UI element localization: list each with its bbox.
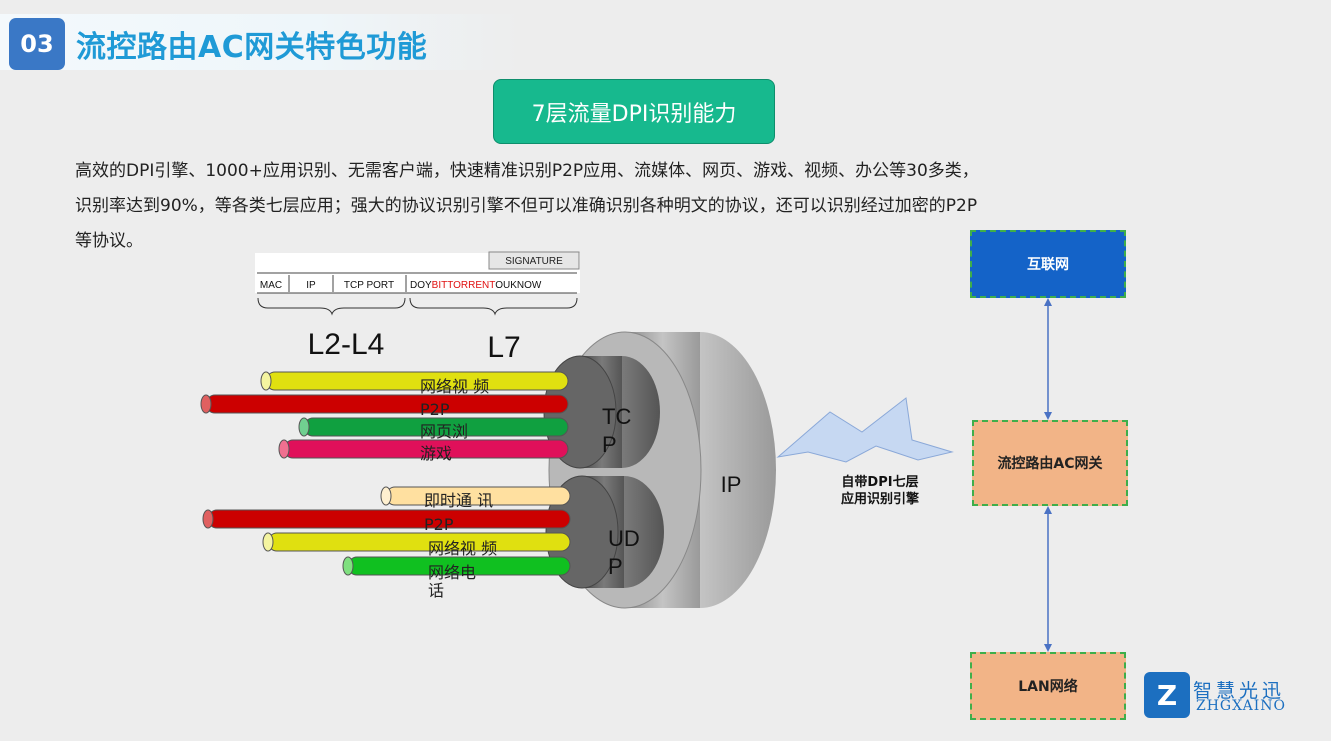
header-band <box>0 14 520 70</box>
brand-name-cn: 智慧光迅 <box>1193 680 1286 702</box>
feature-pill[interactable]: 7层流量DPI识别能力 <box>493 79 775 144</box>
dpi-engine-caption: 自带DPI七层 应用识别引擎 <box>840 475 919 507</box>
group-label-l2l4: L2-L4 <box>308 328 385 361</box>
payload-text: DOYBITTORRENTOUKNOW <box>410 280 542 291</box>
tube-tcp-game <box>278 439 569 459</box>
brand-logo-icon: Z <box>1144 672 1190 718</box>
lightning-bolt-icon <box>776 397 954 463</box>
ip-label: IP <box>721 472 742 497</box>
tube-tcp-video <box>260 371 569 391</box>
tube-label-tcp-p2p: P2P <box>420 400 450 419</box>
brace-l7 <box>409 297 578 316</box>
tube-tcp-web <box>298 417 569 437</box>
paragraph-line: 高效的DPI引擎、1000+应用识别、无需客户端，快速精准识别P2P应用、流媒体… <box>75 161 979 181</box>
paragraph-line: 等协议。 <box>75 231 143 251</box>
description-paragraph: 高效的DPI引擎、1000+应用识别、无需客户端，快速精准识别P2P应用、流媒体… <box>75 154 1145 259</box>
tube-label-udp-im: 即时通 讯 <box>424 491 494 510</box>
lan-node[interactable]: LAN网络 <box>970 652 1126 720</box>
group-label-l7: L7 <box>487 331 520 364</box>
field-ip: IP <box>306 280 316 291</box>
ac-gateway-node[interactable]: 流控路由AC网关 <box>972 420 1128 506</box>
tube-label-udp-voip: 网络电 话 <box>428 563 477 600</box>
tube-udp-voip <box>342 556 571 576</box>
tube-label-udp-p2p: P2P <box>424 515 454 534</box>
signature-tab <box>488 251 580 270</box>
page-title: 流控路由AC网关特色功能 <box>76 30 428 65</box>
internet-node[interactable]: 互联网 <box>970 230 1126 298</box>
link-internet-gateway <box>1044 298 1052 420</box>
brand-name-en: ZHGXAINO <box>1196 698 1286 714</box>
tube-udp-im <box>380 486 571 506</box>
tube-label-tcp-web: 网页浏 <box>420 422 469 441</box>
tube-label-tcp-video: 网络视 频 <box>420 377 490 396</box>
field-mac: MAC <box>260 280 282 291</box>
signature-label: SIGNATURE <box>505 256 563 267</box>
tube-udp-video <box>262 532 571 552</box>
field-tcp-port: TCP PORT <box>344 280 394 291</box>
tube-tcp-p2p <box>200 394 569 414</box>
section-number: 03 <box>9 18 65 70</box>
tube-udp-p2p <box>202 509 571 529</box>
link-gateway-lan <box>1044 506 1052 652</box>
tube-label-tcp-game: 游戏 <box>420 444 453 463</box>
tube-label-udp-video: 网络视 频 <box>428 539 498 558</box>
brace-l2l4 <box>257 297 406 316</box>
packet-header: SIGNATURE MAC IP TCP PORT DOYBITTORRENTO… <box>255 251 580 364</box>
paragraph-line: 识别率达到90%，等各类七层应用；强大的协议识别引擎不但可以准确识别各种明文的协… <box>75 196 978 216</box>
